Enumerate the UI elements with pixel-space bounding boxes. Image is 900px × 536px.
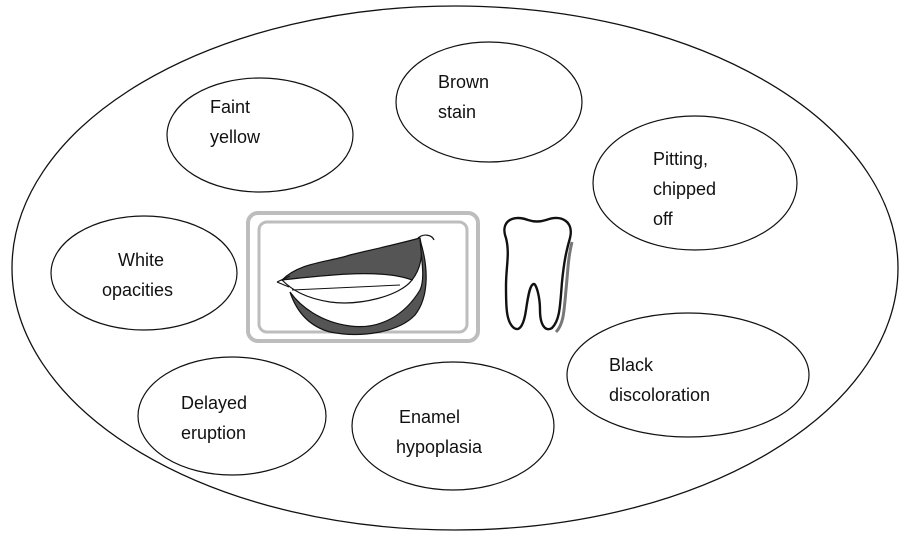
smile-mouth-icon	[248, 213, 478, 341]
label-line: Pitting,	[653, 144, 716, 174]
label-line: Delayed	[181, 388, 247, 418]
label-line: White	[102, 245, 173, 275]
label-line: hypoplasia	[396, 432, 482, 462]
label-delayed-eruption: Delayed eruption	[181, 388, 247, 448]
label-enamel-hypoplasia: Enamel hypoplasia	[396, 402, 482, 462]
label-pitting: Pitting, chipped off	[653, 144, 716, 234]
label-line: stain	[438, 97, 489, 127]
label-black-discoloration: Black discoloration	[609, 350, 710, 410]
molar-tooth-icon	[504, 218, 572, 332]
label-line: off	[653, 204, 716, 234]
label-line: Brown	[438, 67, 489, 97]
label-line: opacities	[102, 275, 173, 305]
label-line: Faint	[210, 92, 260, 122]
label-line: yellow	[210, 122, 260, 152]
label-line: Enamel	[396, 402, 482, 432]
label-line: eruption	[181, 418, 247, 448]
label-line: discoloration	[609, 380, 710, 410]
label-brown-stain: Brown stain	[438, 67, 489, 127]
label-white-opacities: White opacities	[102, 245, 173, 305]
label-faint-yellow: Faint yellow	[210, 92, 260, 152]
label-line: chipped	[653, 174, 716, 204]
label-line: Black	[609, 350, 710, 380]
